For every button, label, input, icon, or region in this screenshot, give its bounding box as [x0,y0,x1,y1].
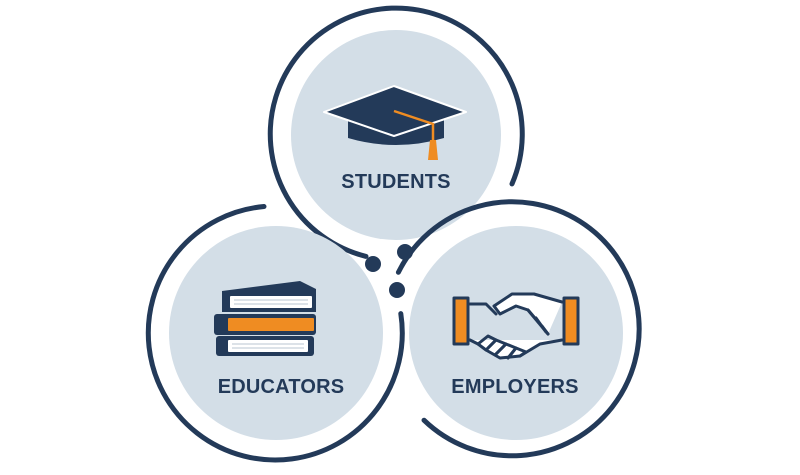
educators-node: EDUCATORS [145,204,405,463]
students-node: STUDENTS [267,5,525,259]
employers-ring [395,199,642,459]
junction-dot [389,282,405,298]
employers-node: EMPLOYERS [395,199,642,459]
employers-circle-fill [409,226,623,440]
books-stack-icon [214,281,316,356]
handshake-icon [452,292,580,360]
junction-dot [397,244,413,260]
students-label: STUDENTS [341,171,450,193]
students-ring [267,5,525,259]
employers-label: EMPLOYERS [451,376,578,398]
educators-label: EDUCATORS [218,376,345,398]
graduation-cap-icon [323,85,467,160]
junction-dot [365,256,381,272]
junction-dots [365,244,413,298]
educators-ring [145,204,405,463]
